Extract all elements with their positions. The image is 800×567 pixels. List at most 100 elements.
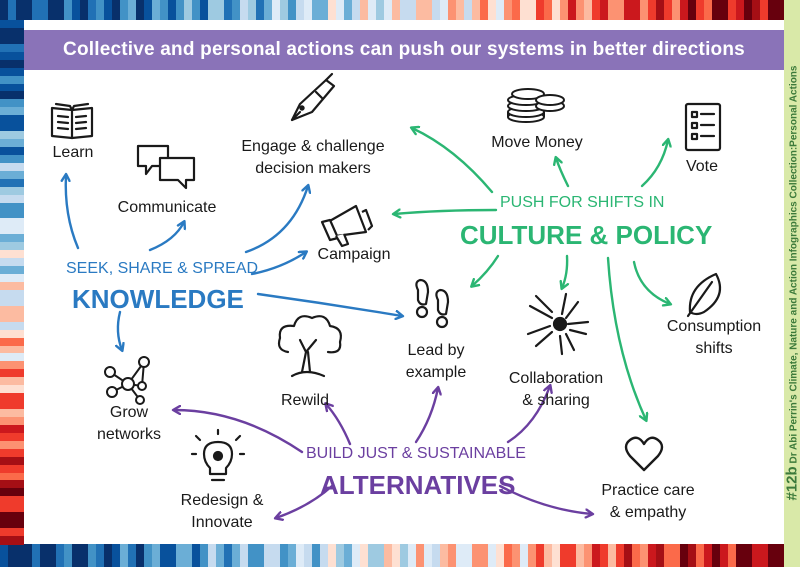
stripe-cell: [0, 369, 24, 379]
stripe-cell: [216, 544, 225, 567]
fountain-pen-icon: [290, 72, 336, 122]
stripe-cell: [288, 544, 297, 567]
arrow-knowledge-grow: [118, 310, 122, 350]
stripe-cell: [0, 35, 24, 45]
stripe-cell: [328, 0, 337, 20]
stripe-cell: [184, 544, 193, 567]
stripe-cell: [688, 0, 697, 20]
stripe-cell: [0, 282, 24, 291]
stripe-cell: [0, 27, 24, 37]
stripe-cell: [672, 544, 681, 567]
stripe-cell: [304, 0, 313, 20]
stripe-cell: [696, 0, 705, 20]
stripe-cell: [104, 544, 113, 567]
label-collaboration-line1: Collaboration: [508, 370, 604, 387]
stripe-cell: [0, 409, 24, 418]
stripe-cell: [512, 0, 521, 20]
label-engage: Engage & challenge decision makers: [228, 136, 398, 180]
label-learn: Learn: [52, 144, 94, 161]
stripe-cell: [720, 544, 729, 567]
arrow-policy-engage: [412, 128, 494, 194]
stripe-cell: [632, 0, 641, 20]
label-care: Practice care & empathy: [590, 480, 706, 524]
megaphone-icon: [320, 204, 374, 248]
stripe-cell: [0, 274, 24, 283]
stripe-cell: [528, 544, 537, 567]
stripe-cell: [88, 544, 97, 567]
stripe-cell: [392, 0, 401, 20]
arrow-policy-campaign: [394, 210, 498, 214]
stripe-cell: [336, 0, 345, 20]
stripe-cell: [128, 0, 137, 20]
stripe-cell: [0, 377, 24, 387]
stripe-cell: [0, 305, 24, 315]
stripe-cell: [0, 289, 24, 299]
stripe-cell: [176, 0, 185, 20]
arrow-policy-consumption: [632, 260, 670, 304]
stripe-cell: [448, 0, 457, 20]
stripe-cell: [288, 0, 297, 20]
stripe-cell: [16, 544, 25, 567]
stripe-cell: [0, 186, 24, 196]
stripe-cell: [736, 0, 745, 20]
stripe-cell: [456, 0, 465, 20]
stripe-cell: [136, 0, 145, 20]
stripe-cell: [576, 0, 585, 20]
stripe-cell: [0, 266, 24, 276]
stripe-cell: [440, 544, 449, 567]
stripe-cell: [0, 202, 24, 212]
stripe-cell: [0, 313, 24, 323]
stripe-cell: [0, 464, 24, 474]
stripe-cell: [32, 0, 41, 20]
stripe-cell: [416, 0, 425, 20]
stripe-cell: [0, 440, 24, 450]
stripe-cell: [632, 544, 641, 567]
stripe-cell: [496, 544, 505, 567]
arrow-policy-vote: [640, 140, 668, 188]
stripe-cell: [0, 250, 24, 260]
stripe-cell: [664, 0, 673, 20]
stripe-cell: [0, 345, 24, 355]
stripe-cell: [584, 0, 593, 20]
stripe-cell: [752, 544, 761, 567]
stripe-cell: [624, 0, 633, 20]
stripe-cell: [0, 416, 24, 426]
stripe-cell: [712, 544, 721, 567]
hands-circle-icon: [526, 292, 590, 356]
stripe-cell: [568, 0, 577, 20]
stripe-cell: [496, 0, 505, 20]
stripe-cell: [264, 544, 273, 567]
stripe-cell: [376, 0, 385, 20]
stripe-cell: [8, 544, 17, 567]
stripe-cell: [200, 544, 209, 567]
arrow-policy-lead: [472, 254, 500, 286]
page-title: Collective and personal actions can push…: [63, 39, 745, 60]
stripe-cell: [776, 0, 785, 20]
label-engage-line1: Engage & challenge: [241, 138, 385, 155]
stripe-cell: [472, 0, 481, 20]
stripe-cell: [512, 544, 521, 567]
stripe-cell: [368, 0, 377, 20]
stripe-cell: [728, 544, 737, 567]
stripe-cell: [760, 544, 769, 567]
stripe-cell: [0, 361, 24, 371]
stripe-cell: [208, 0, 217, 20]
stripe-cell: [520, 0, 529, 20]
stripe-cell: [0, 480, 24, 490]
stripe-cell: [584, 544, 593, 567]
label-redesign-line2: Innovate: [191, 514, 253, 531]
speech-bubbles-icon: [136, 144, 196, 190]
stripe-cell: [0, 448, 24, 458]
arrow-knowledge-learn: [66, 175, 80, 250]
label-grow-line2: networks: [96, 426, 162, 443]
stripe-cell: [24, 544, 33, 567]
stripe-cell: [408, 544, 417, 567]
stripe-cell: [768, 544, 777, 567]
stripe-cell: [440, 0, 449, 20]
title-banner: Collective and personal actions can push…: [24, 30, 784, 70]
stripe-cell: [328, 544, 337, 567]
knowledge-hub-title: KNOWLEDGE: [72, 284, 244, 314]
stripe-cell: [0, 154, 24, 164]
stripe-cell: [0, 385, 24, 395]
